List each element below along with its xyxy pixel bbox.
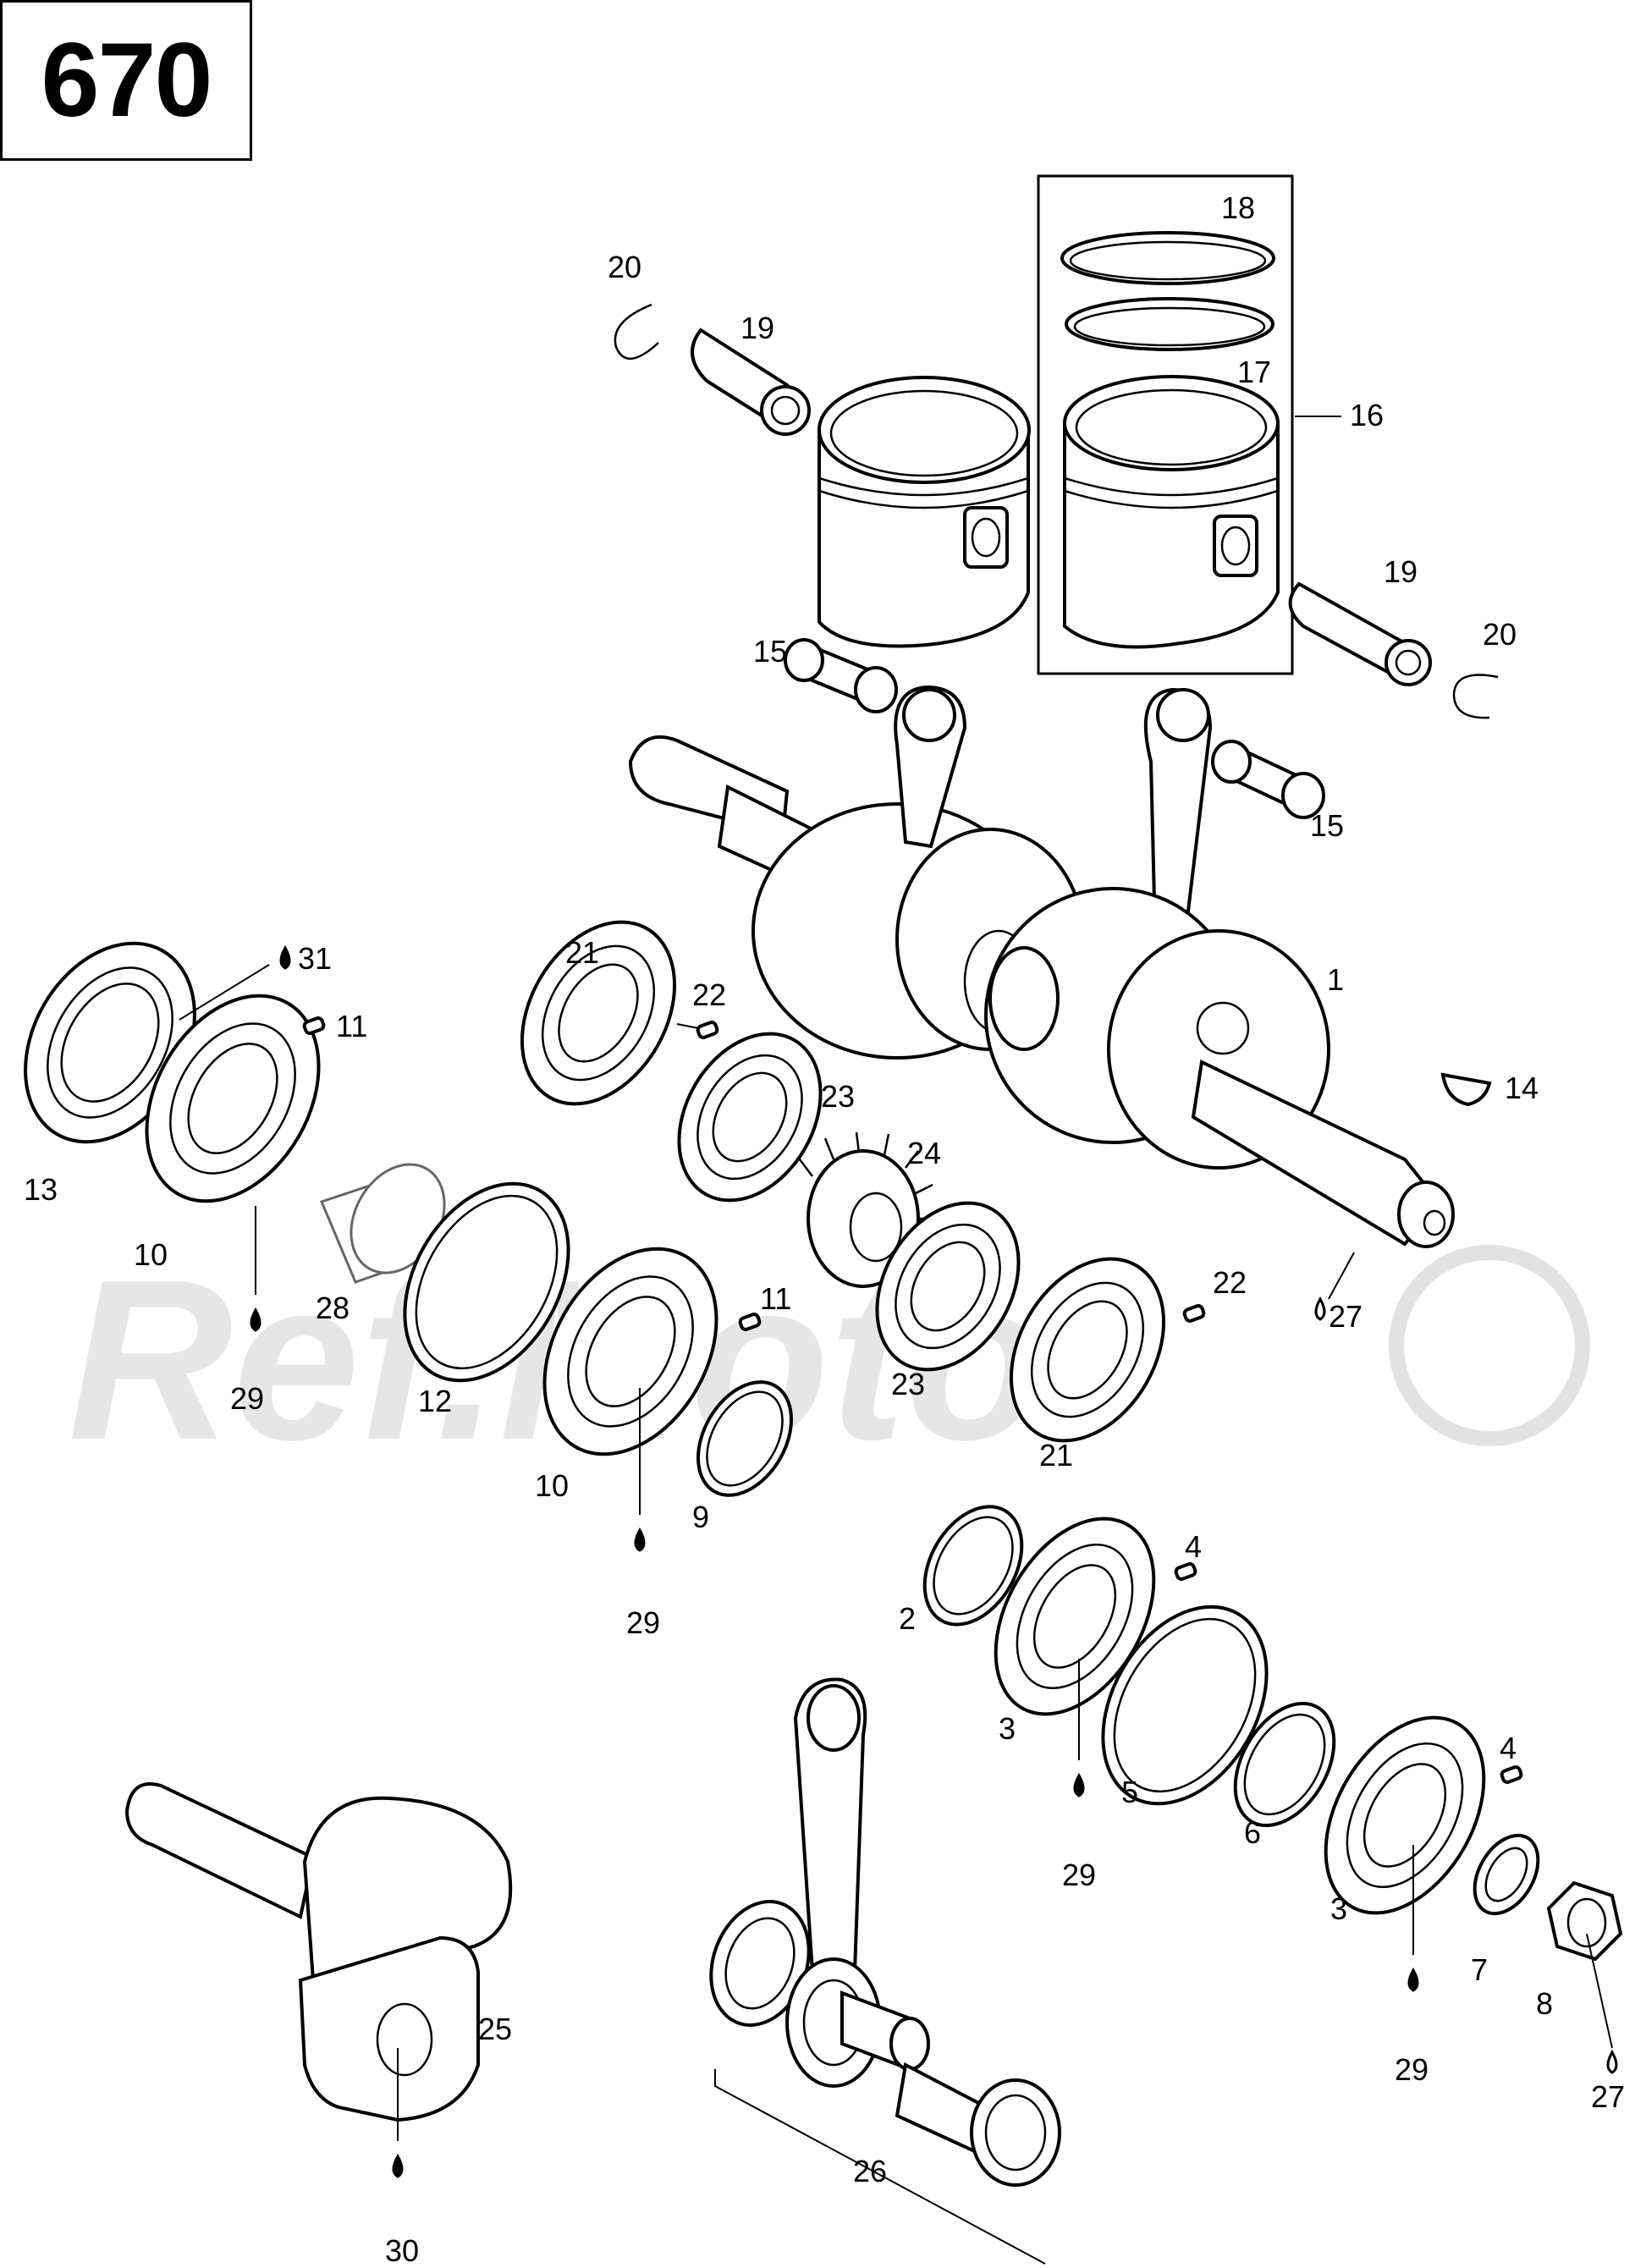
piston-ring-18 bbox=[1060, 231, 1275, 285]
piston-kit-box bbox=[1037, 174, 1294, 675]
callout-30: 30 bbox=[385, 2233, 419, 2268]
seal-23-upper bbox=[677, 1032, 823, 1203]
pin-4-lower bbox=[1500, 1765, 1523, 1784]
callout-23: 23 bbox=[891, 1367, 925, 1401]
nut-8 bbox=[1546, 1880, 1623, 1962]
o-ring-12 bbox=[403, 1181, 570, 1383]
pin-4-upper bbox=[1174, 1562, 1197, 1581]
grease-drop-icon bbox=[1606, 2049, 1618, 2074]
callout-28: 28 bbox=[316, 1291, 350, 1325]
callout-29: 29 bbox=[1062, 1858, 1096, 1892]
gear-24 bbox=[799, 1131, 938, 1288]
callout-labels: 1 2 3 3 4 4 5 6 7 8 9 10 10 11 11 12 13 … bbox=[24, 190, 1625, 2268]
callout-4: 4 bbox=[1185, 1529, 1202, 1564]
oil-drop-icon bbox=[1407, 1967, 1419, 1992]
callout-27: 27 bbox=[1329, 1299, 1362, 1334]
callout-1: 1 bbox=[1327, 962, 1344, 997]
callout-2: 2 bbox=[899, 1601, 916, 1636]
piston-pin-left bbox=[691, 328, 811, 436]
callout-5: 5 bbox=[1121, 1775, 1138, 1809]
pin-22-upper bbox=[696, 1021, 719, 1039]
ball-bearing-3-lower bbox=[1324, 1715, 1486, 1915]
callout-19: 19 bbox=[1384, 554, 1418, 589]
connecting-rod-kit-26 bbox=[709, 1677, 1061, 2265]
oil-drop-icon bbox=[279, 944, 291, 970]
oil-drop-icons bbox=[250, 944, 1618, 2178]
needle-bearing-15-left bbox=[784, 638, 898, 713]
callout-13: 13 bbox=[24, 1172, 58, 1207]
pin-11-upper bbox=[302, 1016, 326, 1035]
oil-drop-icon bbox=[392, 2153, 404, 2178]
callout-20: 20 bbox=[1483, 617, 1517, 652]
callout-8: 8 bbox=[1536, 1986, 1553, 2021]
callout-24: 24 bbox=[907, 1136, 941, 1170]
piston-pin-right bbox=[1288, 581, 1432, 686]
callout-14: 14 bbox=[1505, 1071, 1539, 1105]
callout-20: 20 bbox=[608, 250, 641, 284]
woodruff-key-14 bbox=[1440, 1072, 1492, 1107]
seal-23-lower bbox=[875, 1201, 1021, 1372]
washer-7 bbox=[1473, 1833, 1540, 1916]
callout-22: 22 bbox=[1213, 1265, 1247, 1300]
ball-bearing-10-lower bbox=[542, 1247, 718, 1456]
circlip-20-right bbox=[1452, 674, 1499, 719]
ball-bearing-21-upper bbox=[520, 920, 677, 1106]
callout-7: 7 bbox=[1471, 1952, 1488, 1987]
crank-half-25 bbox=[124, 1782, 513, 2122]
callout-11: 11 bbox=[336, 1009, 367, 1043]
callout-12: 12 bbox=[418, 1384, 452, 1418]
callout-6: 6 bbox=[1244, 1815, 1261, 1850]
piston-left bbox=[818, 376, 1031, 648]
oil-drop-icon bbox=[1073, 1772, 1085, 1797]
oil-drop-icon bbox=[634, 1527, 646, 1552]
circlip-20-left bbox=[614, 303, 659, 361]
callout-29: 29 bbox=[230, 1381, 264, 1416]
callout-26: 26 bbox=[853, 2154, 887, 2188]
needle-bearing-15-right bbox=[1211, 740, 1325, 819]
callout-23: 23 bbox=[821, 1079, 855, 1114]
callout-3: 3 bbox=[999, 1711, 1016, 1746]
callout-9: 9 bbox=[692, 1500, 709, 1534]
pin-11-lower bbox=[738, 1313, 762, 1331]
callout-16: 16 bbox=[1350, 398, 1384, 432]
callout-31: 31 bbox=[298, 941, 332, 976]
callout-17: 17 bbox=[1237, 355, 1271, 389]
callout-15: 15 bbox=[753, 634, 787, 669]
pin-22-lower bbox=[1182, 1304, 1206, 1323]
watermark-wheel-icon bbox=[1389, 1245, 1590, 1446]
oil-drop-icon bbox=[250, 1307, 261, 1332]
callout-3: 3 bbox=[1330, 1891, 1347, 1926]
callout-18: 18 bbox=[1221, 190, 1255, 225]
diagram-number-box: 670 bbox=[0, 0, 252, 161]
grease-drop-icon bbox=[1314, 1296, 1326, 1321]
o-ring-5 bbox=[1101, 1605, 1269, 1806]
piston-kit-piston bbox=[1063, 375, 1280, 649]
callout-25: 25 bbox=[478, 2012, 512, 2046]
diagram-number: 670 bbox=[41, 22, 213, 139]
callout-4: 4 bbox=[1500, 1731, 1517, 1765]
callout-27: 27 bbox=[1591, 2079, 1625, 2114]
callout-21: 21 bbox=[565, 935, 599, 970]
callout-11: 11 bbox=[760, 1281, 791, 1316]
callout-22: 22 bbox=[692, 977, 726, 1012]
callout-29: 29 bbox=[626, 1605, 660, 1640]
callout-29: 29 bbox=[1395, 2052, 1429, 2087]
callout-21: 21 bbox=[1039, 1438, 1073, 1473]
callout-10: 10 bbox=[134, 1237, 168, 1272]
callout-19: 19 bbox=[740, 311, 774, 345]
ring-2 bbox=[922, 1505, 1024, 1627]
ball-bearing-21-lower bbox=[1009, 1257, 1166, 1443]
ball-bearing-10-upper bbox=[145, 994, 321, 1203]
sleeve-28 bbox=[319, 1163, 446, 1284]
piston-ring-17 bbox=[1065, 297, 1274, 351]
callout-10: 10 bbox=[535, 1468, 569, 1503]
watermark: Ref.Moto bbox=[68, 1233, 1590, 1488]
leader-lines bbox=[179, 416, 1613, 2141]
crankshaft-assembly bbox=[628, 685, 1455, 1248]
callout-15: 15 bbox=[1310, 808, 1344, 843]
ring-9 bbox=[696, 1380, 793, 1497]
ring-6 bbox=[1233, 1701, 1336, 1828]
